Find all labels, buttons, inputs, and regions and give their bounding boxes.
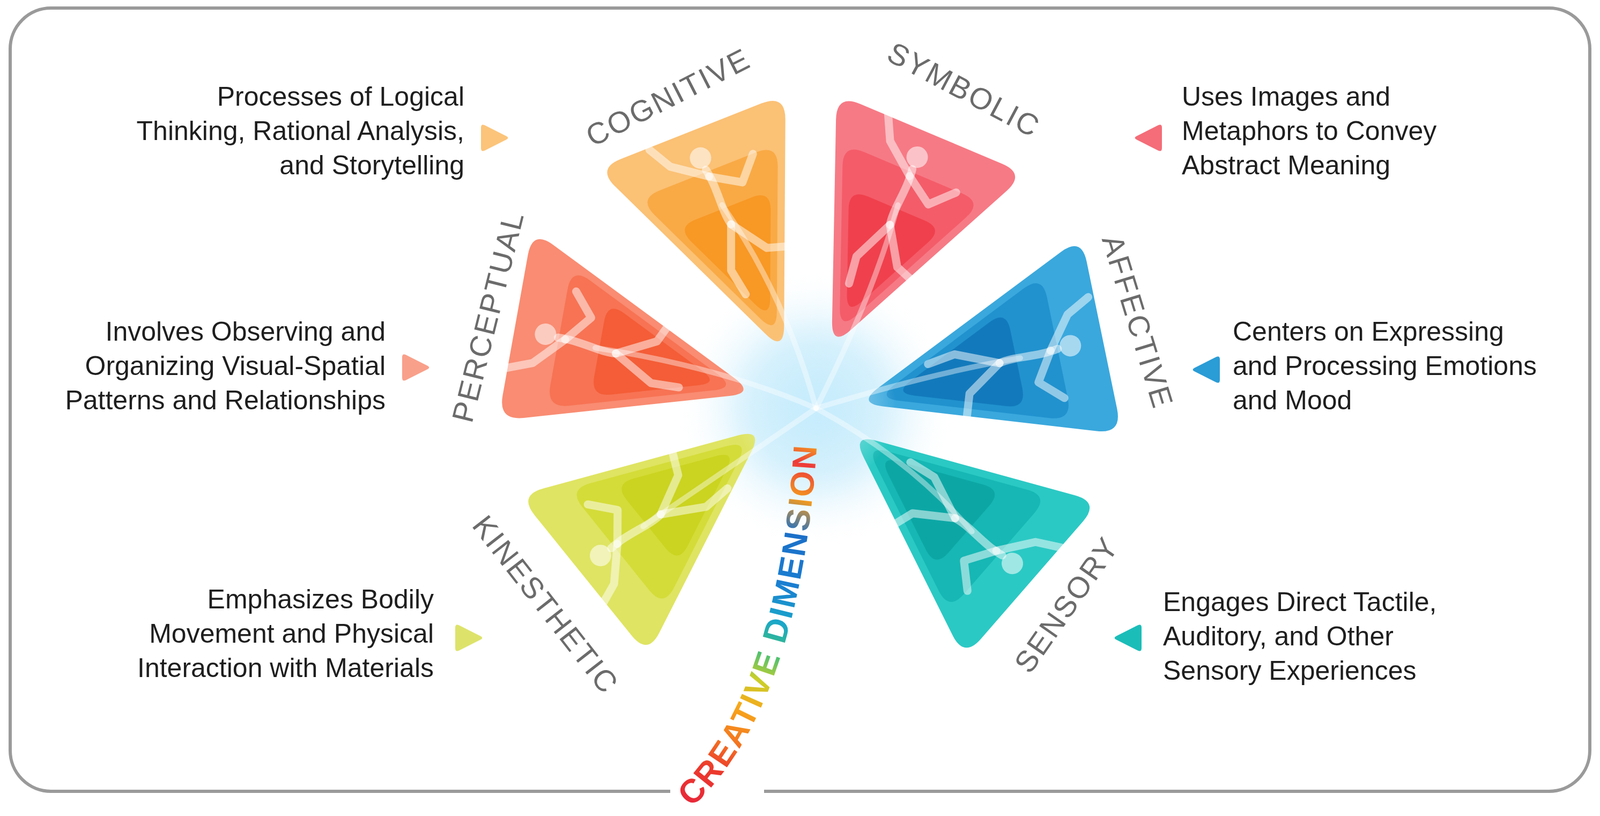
petal-layer (902, 317, 1023, 407)
figure-limb (587, 492, 634, 546)
figure-limb (610, 513, 662, 549)
figure-limb (902, 173, 957, 212)
dimension-petal: KINESTHETIC (518, 428, 764, 656)
pointer-triangle (402, 353, 429, 381)
petal-layer (501, 239, 744, 419)
petal-layer (847, 194, 936, 307)
figure-limb (616, 303, 676, 366)
petal-layer (593, 308, 710, 395)
figure-head (997, 547, 1028, 579)
pointer-triangle (1193, 356, 1220, 383)
petal-layer (684, 195, 771, 310)
petal-layer (885, 460, 995, 560)
pointer-triangle (480, 124, 508, 151)
petal-layer (886, 283, 1069, 419)
figure-limb (660, 475, 730, 531)
petal-layer (872, 449, 1041, 602)
human-figure (824, 114, 976, 309)
figure-limb (730, 202, 798, 268)
petal-shape (857, 236, 1123, 434)
title-text: CREATIVE DIMENSION (670, 442, 824, 813)
flow-line (816, 204, 899, 409)
dimension-description: Engages Direct Tactile, Auditory, and Ot… (1163, 584, 1474, 688)
figure-limb (506, 326, 566, 381)
flow-line (595, 347, 817, 409)
figure-limb (953, 363, 1012, 425)
figure-limb (1040, 297, 1099, 351)
petal-layer (621, 454, 730, 556)
figure-limb (954, 517, 1003, 557)
frame-border (10, 8, 1590, 791)
figure-limb (631, 445, 700, 515)
figure-limb (846, 217, 891, 290)
flow-line (816, 408, 973, 532)
petal-layer (549, 275, 727, 406)
human-figure (649, 109, 807, 306)
pointer-triangle (455, 624, 483, 651)
figure-limb (1031, 350, 1065, 404)
petal-layer (647, 150, 779, 326)
figure-head (686, 143, 715, 173)
figure-limb (708, 153, 762, 195)
flow-line (816, 357, 1021, 409)
human-figure (547, 432, 743, 607)
figure-limb (886, 488, 956, 559)
dimension-description: Centers on Expressing and Processing Emo… (1232, 314, 1539, 418)
figure-limb (557, 336, 617, 355)
petal-layer (839, 149, 974, 322)
figure-head (585, 540, 616, 571)
figure-head (1057, 332, 1084, 359)
figure-limb (576, 543, 642, 607)
dimension-petal: PERCEPTUAL (498, 229, 755, 421)
dimension-description: Involves Observing and Organizing Visual… (26, 314, 386, 418)
figure-limb (872, 224, 938, 288)
human-figure (921, 297, 1111, 430)
pointer-triangle (1114, 624, 1142, 651)
petal-layer (576, 444, 743, 598)
dimension-description: Emphasizes Bodily Movement and Physical … (90, 581, 434, 685)
figure-limb (996, 516, 1062, 582)
dimension-description: Processes of Logical Thinking, Rational … (110, 79, 465, 183)
figure-limb (900, 459, 967, 518)
figure-limb (950, 538, 998, 591)
figure-limb (999, 347, 1059, 364)
dimension-description: Uses Images and Metaphors to Convey Abst… (1181, 79, 1483, 183)
dimension-petal: SENSORY (852, 433, 1100, 658)
figure-limb (563, 291, 597, 345)
figure-head (532, 320, 559, 347)
petal-layer (832, 100, 1016, 337)
figure-limb (705, 169, 732, 225)
figure-limb (869, 114, 929, 176)
figure-limb (610, 353, 684, 391)
petal-shape (498, 229, 755, 421)
figure-limb (889, 168, 914, 226)
flow-line (722, 204, 817, 409)
figure-limb (649, 131, 709, 195)
figure-limb (927, 344, 1000, 380)
curved-title: CREATIVE DIMENSION (670, 442, 824, 813)
petal-layer (868, 246, 1118, 432)
dimension-petal: AFFECTIVE (857, 236, 1123, 434)
human-figure (868, 441, 1062, 622)
figure-head (902, 143, 931, 172)
figure-limb (713, 224, 761, 296)
pointer-triangle (1135, 124, 1162, 151)
human-figure (506, 276, 697, 413)
